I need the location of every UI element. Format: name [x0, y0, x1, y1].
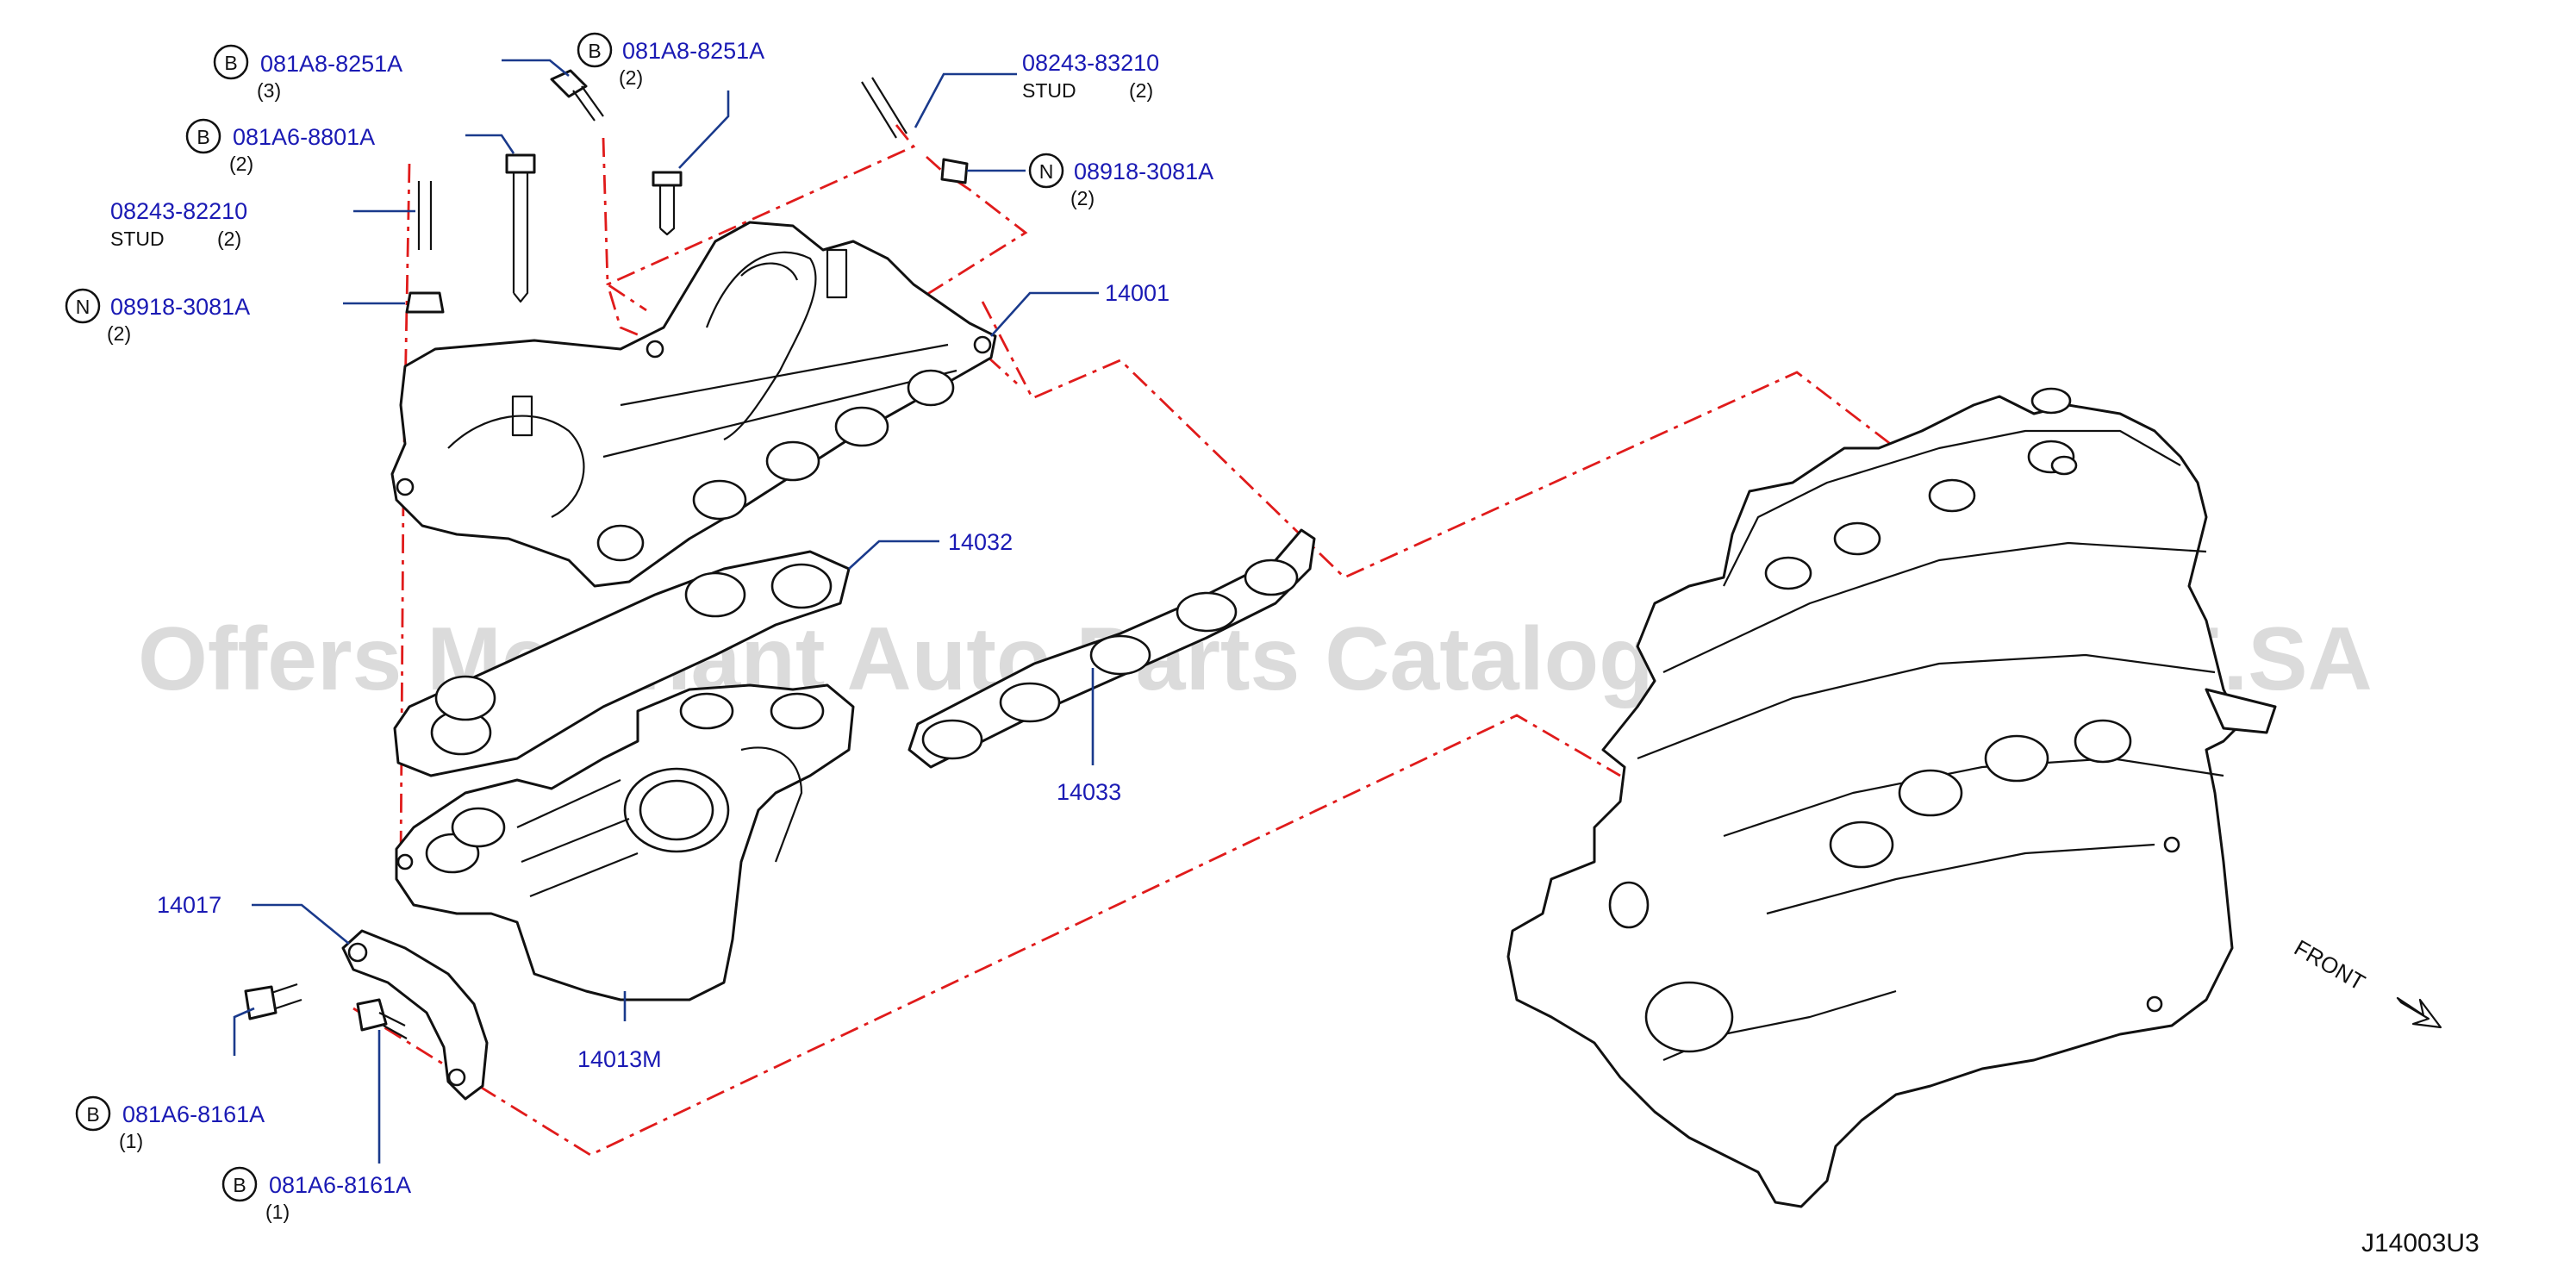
callout-part-number[interactable]: 081A6-8161A	[122, 1101, 265, 1127]
callout-08918-3081A-right[interactable]: N 08918-3081A (2)	[1028, 153, 1213, 209]
badge-b-icon	[577, 32, 613, 68]
gasket-14033	[908, 528, 1316, 769]
callout-quantity: (2)	[1070, 187, 1095, 209]
callout-quantity: (2)	[217, 228, 241, 250]
callout-badge: B	[196, 126, 209, 148]
callout-part-number[interactable]: 14013M	[577, 1046, 662, 1072]
callout-part-number[interactable]: 08918-3081A	[110, 294, 250, 320]
callout-14001[interactable]: 14001	[1105, 280, 1169, 306]
callout-quantity: (2)	[1129, 79, 1153, 102]
callout-08918-3081A-left[interactable]: N 08918-3081A (2)	[65, 288, 250, 345]
badge-n-icon	[65, 288, 101, 324]
callout-description: STUD	[110, 228, 165, 250]
callout-14013M[interactable]: 14013M	[577, 1046, 662, 1072]
callout-081A8-8251A-right[interactable]: B 081A8-8251A (2)	[577, 32, 764, 89]
callout-part-number[interactable]: 081A8-8251A	[622, 38, 764, 64]
badge-b-icon	[75, 1095, 111, 1132]
callout-badge: B	[224, 52, 237, 74]
callout-08243-83210[interactable]: 08243-83210 STUD (2)	[1022, 50, 1159, 102]
badge-n-icon	[1028, 153, 1064, 189]
leader-lines	[233, 59, 1099, 1164]
callout-quantity: (1)	[265, 1201, 290, 1223]
bracket-14017	[341, 929, 489, 1101]
badge-b-icon	[221, 1166, 258, 1202]
callout-14032[interactable]: 14032	[948, 529, 1013, 555]
callout-081A6-8161A-a[interactable]: B 081A6-8161A (1)	[75, 1095, 265, 1152]
callout-part-number[interactable]: 14001	[1105, 280, 1169, 306]
fasteners	[244, 69, 969, 1039]
callout-081A8-8251A-left[interactable]: B 081A8-8251A (3)	[213, 44, 402, 102]
callout-081A6-8801A[interactable]: B 081A6-8801A (2)	[185, 118, 375, 175]
callout-part-number[interactable]: 08243-83210	[1022, 50, 1159, 76]
callout-14033[interactable]: 14033	[1057, 779, 1121, 805]
gasket-14032	[393, 550, 851, 777]
callout-quantity: (2)	[229, 153, 253, 175]
callout-part-number[interactable]: 081A6-8161A	[269, 1172, 411, 1198]
callout-part-number[interactable]: 14033	[1057, 779, 1121, 805]
intake-manifold-lower	[395, 683, 855, 1001]
badge-b-icon	[185, 118, 221, 154]
callout-part-number[interactable]: 14032	[948, 529, 1013, 555]
callout-081A6-8161A-b[interactable]: B 081A6-8161A (1)	[221, 1166, 411, 1223]
callout-08243-82210[interactable]: 08243-82210 STUD (2)	[110, 198, 247, 250]
callout-badge: N	[1039, 160, 1054, 183]
callout-badge: N	[76, 296, 90, 318]
callout-quantity: (2)	[107, 322, 131, 345]
callout-badge: B	[233, 1174, 246, 1196]
callout-quantity: (2)	[619, 66, 643, 89]
callout-badge: B	[588, 40, 601, 62]
callout-quantity: (1)	[119, 1130, 143, 1152]
callout-part-number[interactable]: 08918-3081A	[1074, 159, 1213, 184]
callout-part-number[interactable]: 081A8-8251A	[260, 51, 402, 77]
diagram-code: J14003U3	[2361, 1229, 2479, 1257]
front-indicator: FRONT	[2290, 934, 2442, 1029]
callout-14017[interactable]: 14017	[157, 892, 221, 918]
front-label: FRONT	[2290, 934, 2370, 995]
badge-b-icon	[213, 44, 249, 80]
callout-part-number[interactable]: 08243-82210	[110, 198, 247, 224]
callout-quantity: (3)	[257, 79, 281, 102]
callout-part-number[interactable]: 081A6-8801A	[233, 124, 375, 150]
callout-badge: B	[86, 1103, 99, 1126]
intake-manifold-upper	[390, 221, 997, 588]
callout-description: STUD	[1022, 79, 1076, 102]
front-arrow-icon	[2396, 996, 2442, 1029]
callout-part-number[interactable]: 14017	[157, 892, 221, 918]
engine-block	[1506, 387, 2277, 1208]
